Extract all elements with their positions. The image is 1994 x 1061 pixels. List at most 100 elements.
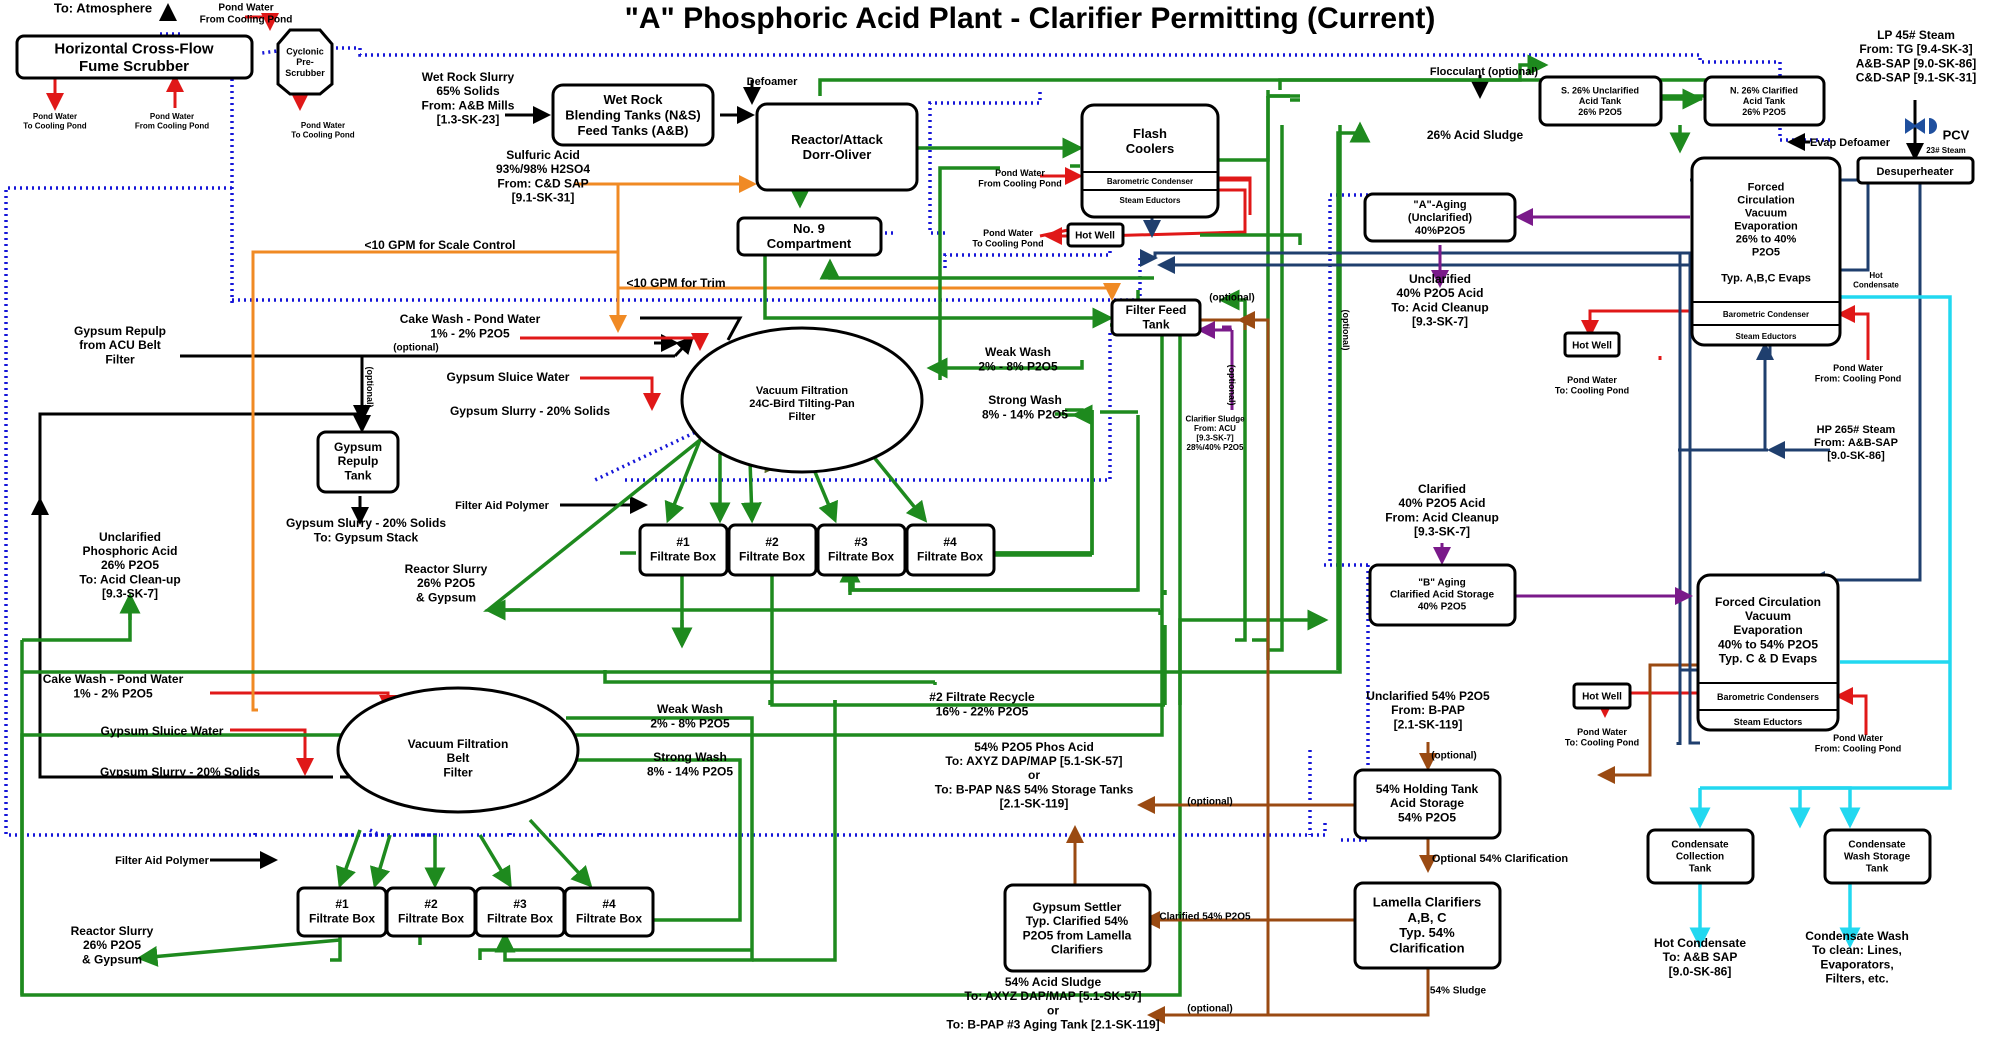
label-line: [9.3-SK-7] bbox=[1414, 524, 1470, 538]
label-line: Filter Aid Polymer bbox=[455, 500, 549, 512]
label-line: Flocculant (optional) bbox=[1430, 66, 1538, 78]
label-line: P2O5 from Lamella bbox=[1023, 928, 1132, 942]
label-line: 28%/40% P2O5 bbox=[1187, 443, 1244, 452]
label-line: 26% Acid Sludge bbox=[1427, 128, 1524, 142]
filter-aid-top-label: Filter Aid Polymer bbox=[455, 500, 549, 512]
hot-well-2-block: Hot Well bbox=[1572, 682, 1632, 710]
label-line: To: Gypsum Stack bbox=[314, 530, 419, 544]
label-line: [9.1-SK-31] bbox=[512, 190, 575, 204]
label-line: Condensate Wash bbox=[1805, 929, 1909, 943]
vent-line bbox=[1340, 565, 1370, 842]
label-line: [9.3-SK-7] bbox=[102, 587, 158, 601]
label-line: Compartment bbox=[767, 236, 852, 251]
label-line: (optional) bbox=[1187, 797, 1233, 808]
flow-line bbox=[1268, 968, 1430, 1017]
filter-feed-optional-label: (optional) bbox=[1209, 293, 1255, 304]
label-line: Gypsum Slurry - 20% Solids bbox=[100, 765, 260, 779]
label-line: Desuperheater bbox=[1876, 166, 1954, 178]
flow-line bbox=[1807, 178, 1922, 589]
page-title: "A" Phosphoric Acid Plant - Clarifier Pe… bbox=[625, 2, 1436, 35]
label-line: 54% Acid Sludge bbox=[1005, 975, 1102, 989]
label-line: Evap Defoamer bbox=[1810, 137, 1891, 149]
label-line: Condensate bbox=[1671, 840, 1729, 851]
label-line: Barometric Condensers bbox=[1717, 692, 1819, 702]
to-atmosphere-label: To: Atmosphere bbox=[54, 1, 152, 16]
label-line: [9.3-SK-7] bbox=[1412, 314, 1468, 328]
label-line: To: B-PAP N&S 54% Storage Tanks bbox=[935, 782, 1134, 796]
phos-acid-optional-label: (optional) bbox=[1187, 797, 1233, 808]
label-line: Filters, etc. bbox=[1825, 971, 1888, 985]
flow-line bbox=[1800, 786, 1861, 829]
flow-line bbox=[752, 700, 837, 962]
label-line: 93%/98% H2SO4 bbox=[496, 162, 590, 176]
label-line: Scrubber bbox=[285, 68, 325, 78]
label-line: To Cooling Pond bbox=[23, 122, 87, 131]
desuperheater-label: Desuperheater bbox=[1876, 166, 1954, 178]
label-line: "A"-Aging bbox=[1413, 199, 1466, 211]
sluice-bottom-label: Gypsum Sluice Water bbox=[101, 724, 224, 738]
flash-barometric-label: Barometric Condenser bbox=[1107, 177, 1193, 186]
label-line: Circulation bbox=[1737, 194, 1795, 206]
label-line: Dorr-Oliver bbox=[803, 147, 872, 162]
label-line: #1 bbox=[335, 897, 349, 911]
label-line: From: C&D SAP bbox=[497, 176, 588, 190]
flow-line bbox=[1099, 188, 1247, 238]
defoamer-label: Defoamer bbox=[747, 76, 798, 88]
sludge-optional-label: (optional) bbox=[1187, 1004, 1233, 1015]
label-line: LP 45# Steam bbox=[1877, 28, 1955, 42]
vertical-optional-3: (optional) bbox=[1341, 310, 1351, 351]
flow-line bbox=[1235, 298, 1247, 642]
label-line: Clarified 54% P2O5 bbox=[1159, 912, 1251, 923]
purple-lines bbox=[1197, 208, 1693, 605]
a-aging-label: "A"-Aging(Unclarified)40%P2O5 bbox=[1408, 199, 1473, 237]
vent-line bbox=[943, 240, 1112, 268]
flow-line bbox=[1218, 178, 1252, 215]
holding-54-optional-label: (optional) bbox=[1431, 751, 1477, 762]
label-line: Hot bbox=[1869, 271, 1883, 280]
vent-line bbox=[4, 186, 1327, 837]
label-line: From: TG [9.4-SK-3] bbox=[1859, 42, 1972, 56]
label-line: [1.3-SK-23] bbox=[437, 112, 500, 126]
label-line: Tank bbox=[1142, 317, 1169, 331]
flow-line bbox=[22, 125, 1342, 674]
evap-2-barometric-label: Barometric Condensers bbox=[1717, 692, 1819, 702]
label-line: & Gypsum bbox=[82, 952, 142, 966]
label-line: A,B, C bbox=[1408, 910, 1448, 925]
flow-line bbox=[763, 250, 1114, 329]
label-line: From Cooling Pond bbox=[135, 122, 209, 131]
repulp-vertical-optional: (optional) bbox=[365, 367, 375, 408]
label-line: Flash bbox=[1133, 126, 1167, 141]
label-line: Typ. C & D Evaps bbox=[1719, 652, 1818, 666]
flow-line bbox=[938, 166, 1000, 380]
label-line: 23# Steam bbox=[1926, 146, 1966, 155]
label-line: Filtrate Box bbox=[398, 911, 464, 925]
label-line: 24C-Bird Tilting-Pan bbox=[749, 398, 855, 410]
vertical-optional-2: (optional) bbox=[1227, 365, 1237, 406]
label-line: Fume Scrubber bbox=[79, 58, 189, 75]
flash-eductors-label: Steam Eductors bbox=[1120, 196, 1181, 205]
label-line: [9.0-SK-86] bbox=[1669, 964, 1732, 978]
label-line: (optional) bbox=[1341, 310, 1351, 351]
label-line: 16% - 22% P2O5 bbox=[936, 704, 1029, 718]
label-line: 26% P2O5 bbox=[1742, 107, 1786, 117]
label-line: Filter bbox=[105, 352, 135, 366]
